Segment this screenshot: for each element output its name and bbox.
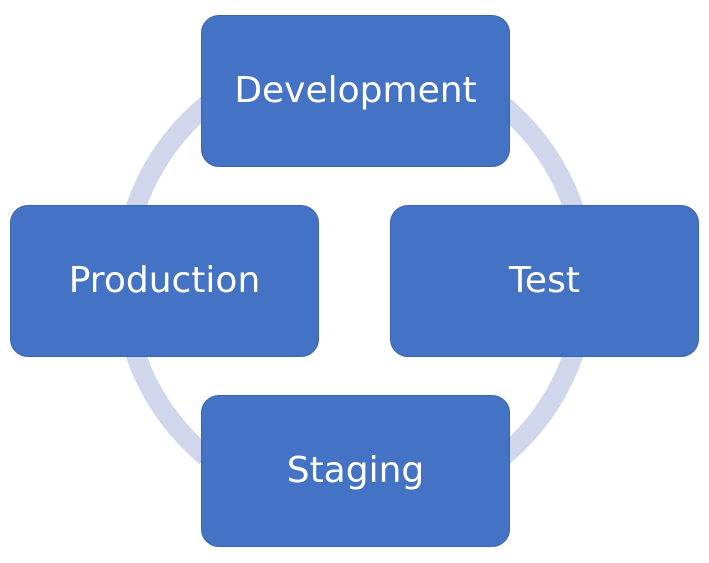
stage-test-box: Test bbox=[390, 205, 699, 357]
stage-development-label: Development bbox=[234, 70, 477, 111]
stage-production-label: Production bbox=[68, 260, 261, 301]
stage-staging-label: Staging bbox=[286, 450, 425, 491]
stage-staging-box: Staging bbox=[201, 395, 510, 547]
stage-test-label: Test bbox=[509, 260, 580, 301]
stage-production-box: Production bbox=[10, 205, 319, 357]
stage-development-box: Development bbox=[201, 15, 510, 167]
